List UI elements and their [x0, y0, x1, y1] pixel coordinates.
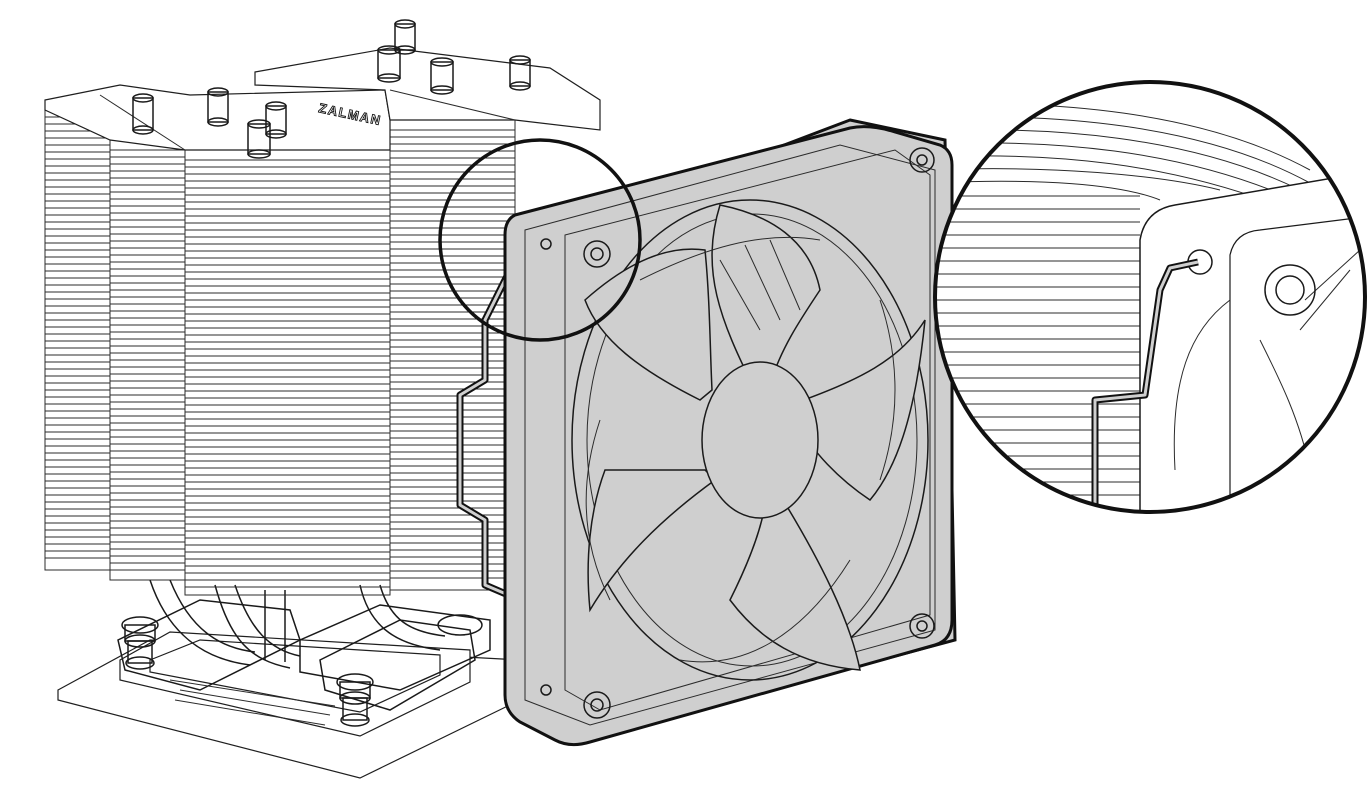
- fan-screw-hole: [583, 240, 611, 268]
- fan-screw-hole: [909, 147, 935, 173]
- heatpipe-tip: [509, 55, 531, 91]
- mounting-screw: [336, 673, 374, 727]
- heatpipe-tip: [247, 119, 271, 159]
- heatpipe-tips: [132, 19, 531, 159]
- heatsink-front-face: [184, 149, 391, 596]
- zoom-fan-screw-boss: [1264, 264, 1316, 316]
- fan-screw-hole: [909, 613, 935, 639]
- heatsink-left-tower: [44, 99, 111, 571]
- heatpipe-tip: [265, 101, 287, 139]
- mounting-bracket: [117, 599, 476, 726]
- heatsink-middle-tower: [109, 139, 186, 581]
- fan-hub: [701, 361, 819, 519]
- detail-callout-source: [438, 138, 642, 342]
- heatpipe-tip: [377, 45, 401, 83]
- heatpipe-tip: [132, 93, 154, 135]
- heatpipe-tip: [430, 57, 454, 95]
- heatpipe-tip: [207, 87, 229, 127]
- mounting-screw: [121, 616, 159, 670]
- fan-blades: [584, 204, 926, 671]
- zoom-detail-border: [933, 80, 1367, 514]
- fan-screw-hole: [583, 691, 611, 719]
- zoom-fan-clip-wire: [1091, 258, 1199, 512]
- heatsink: [44, 47, 601, 596]
- zoom-detail: [933, 80, 1367, 514]
- fan-120mm: [503, 118, 957, 747]
